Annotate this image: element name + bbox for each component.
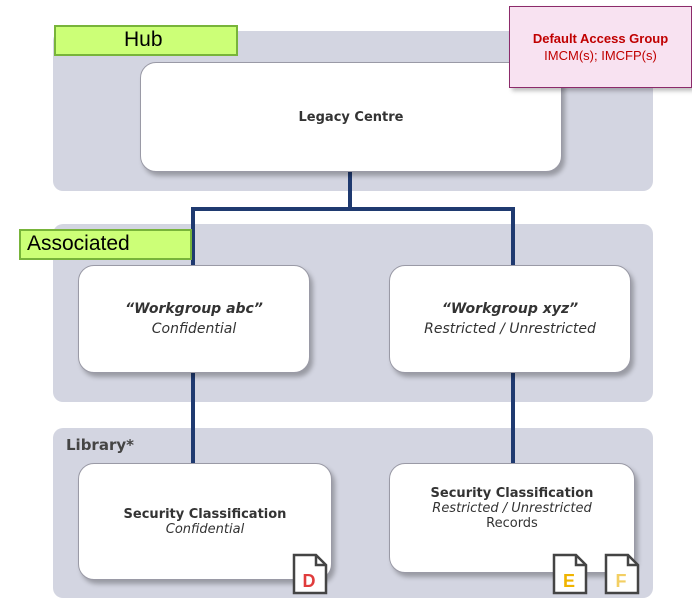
document-f-icon: F bbox=[604, 553, 640, 595]
document-e-icon: E bbox=[552, 553, 588, 595]
associated-tag: Associated bbox=[19, 229, 192, 260]
library-left-classification: Confidential bbox=[165, 521, 245, 537]
workgroup-xyz-name: “Workgroup xyz” bbox=[441, 301, 579, 317]
default-access-group: Default Access Group IMCM(s); IMCFP(s) bbox=[509, 6, 692, 88]
connector-horizontal bbox=[191, 207, 515, 211]
library-right-records: Records bbox=[486, 516, 538, 531]
connector-hub-stem bbox=[348, 170, 352, 210]
connector-left-down bbox=[191, 207, 195, 267]
access-group-members: IMCM(s); IMCFP(s) bbox=[544, 48, 657, 63]
workgroup-xyz-classification: Restricted / Unrestricted bbox=[424, 321, 596, 337]
document-f-letter: F bbox=[616, 571, 627, 591]
library-label: Library* bbox=[66, 436, 134, 454]
connector-left-library bbox=[191, 372, 195, 464]
legacy-centre-label: Legacy Centre bbox=[298, 109, 404, 125]
library-left-box: Security Classification Confidential bbox=[78, 463, 332, 580]
document-d-letter: D bbox=[303, 571, 316, 591]
library-right-classification: Restricted / Unrestricted bbox=[432, 501, 592, 516]
workgroup-xyz-box: “Workgroup xyz” Restricted / Unrestricte… bbox=[389, 265, 631, 373]
legacy-centre-box: Legacy Centre bbox=[140, 62, 562, 172]
workgroup-abc-box: “Workgroup abc” Confidential bbox=[78, 265, 310, 373]
workgroup-abc-name: “Workgroup abc” bbox=[125, 301, 263, 317]
connector-right-library bbox=[511, 372, 515, 464]
library-right-box: Security Classification Restricted / Unr… bbox=[389, 463, 635, 573]
access-group-title: Default Access Group bbox=[532, 31, 669, 46]
document-e-letter: E bbox=[563, 571, 575, 591]
library-left-title: Security Classification bbox=[123, 506, 287, 522]
document-d-icon: D bbox=[292, 553, 328, 595]
workgroup-abc-classification: Confidential bbox=[151, 321, 237, 337]
connector-right-down bbox=[511, 207, 515, 267]
hub-tag: Hub bbox=[54, 25, 238, 56]
library-right-title: Security Classification bbox=[430, 486, 594, 501]
